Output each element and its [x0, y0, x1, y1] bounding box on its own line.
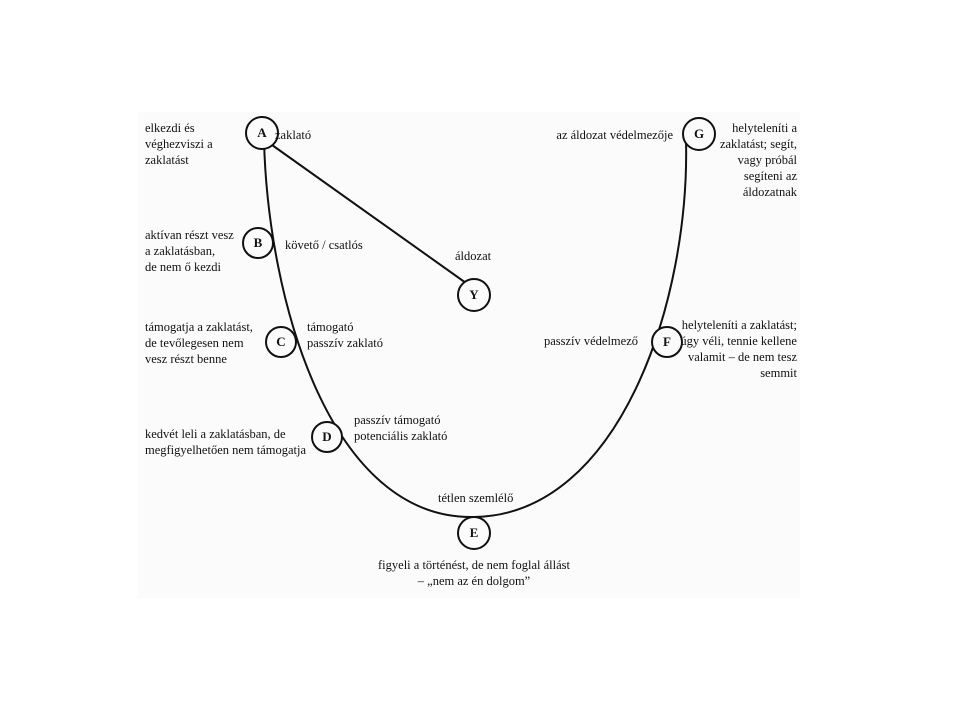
desc-line: semmit	[760, 366, 797, 380]
desc-line: vagy próbál	[737, 153, 797, 167]
node-circle-c	[265, 326, 297, 358]
role-line: passzív zaklató	[307, 336, 384, 350]
node-letter-a: A	[257, 125, 267, 140]
desc-line: de nem ő kezdi	[145, 260, 222, 274]
node-letter-g: G	[693, 126, 705, 141]
node-circle-a	[245, 116, 279, 150]
role-e: tétlen szemlélő	[438, 491, 514, 505]
desc-line: segíteni az	[743, 169, 797, 183]
desc-line: vesz részt benne	[145, 352, 227, 366]
desc-line: – „nem az én dolgom”	[417, 574, 531, 588]
desc-line: a zaklatásban,	[145, 244, 216, 258]
desc-e: figyeli a történést, de nem foglal állás…	[324, 557, 624, 589]
desc-line: véghezviszi a	[145, 137, 213, 151]
node-letter-e: E	[469, 525, 479, 540]
node-letter-b: B	[253, 235, 263, 250]
node-circle-b	[242, 227, 274, 259]
desc-line: kedvét leli a zaklatásban, de	[145, 427, 286, 441]
desc-line: zaklatást	[145, 153, 189, 167]
desc-line: zaklatást; segít,	[719, 137, 797, 151]
desc-line: áldozatnak	[742, 185, 797, 199]
node-circle-e	[457, 516, 491, 550]
desc-d: kedvét leli a zaklatásban, de megfigyelh…	[145, 426, 306, 458]
desc-line: de tevőlegesen nem	[145, 336, 244, 350]
role-d: passzív támogató potenciális zaklató	[354, 412, 447, 444]
desc-line: támogatja a zaklatást,	[145, 320, 253, 334]
role-line: passzív támogató	[354, 413, 441, 427]
node-letter-f: F	[663, 334, 671, 349]
node-circle-y	[457, 278, 491, 312]
desc-g: helyteleníti a zaklatást; segít, vagy pr…	[680, 120, 797, 200]
desc-line: elkezdi és	[145, 121, 195, 135]
node-letter-c: C	[276, 334, 286, 349]
role-c: támogató passzív zaklató	[307, 319, 383, 351]
desc-line: megfigyelhetően nem támogatja	[145, 443, 307, 457]
role-a: zaklató	[275, 128, 312, 142]
desc-b: aktívan részt vesz a zaklatásban, de nem…	[145, 227, 234, 275]
desc-a: elkezdi és véghezviszi a zaklatást	[145, 120, 213, 168]
aggressor-victim-line	[264, 139, 467, 284]
desc-line: helyteleníti a	[732, 121, 797, 135]
node-circle-g	[682, 117, 716, 151]
role-line: potenciális zaklató	[354, 429, 448, 443]
desc-line: valamit – de nem tesz	[688, 350, 797, 364]
desc-line: helyteleníti a zaklatást;	[681, 318, 797, 332]
desc-c: támogatja a zaklatást, de tevőlegesen ne…	[145, 319, 253, 367]
role-f: passzív védelmező	[543, 334, 638, 348]
node-letter-d: D	[322, 429, 332, 444]
role-g: az áldozat védelmezője	[556, 128, 673, 142]
role-b: követő / csatlós	[285, 238, 363, 252]
node-circle-f	[651, 326, 683, 358]
desc-line: aktívan részt vesz	[145, 228, 234, 242]
node-letter-y: Y	[469, 287, 479, 302]
desc-line: úgy véli, tennie kellene	[680, 334, 797, 348]
node-circle-d	[311, 421, 343, 453]
role-line: támogató	[307, 320, 354, 334]
desc-line: figyeli a történést, de nem foglal állás…	[378, 558, 570, 572]
role-y: áldozat	[455, 249, 492, 263]
desc-f: helyteleníti a zaklatást; úgy véli, tenn…	[640, 317, 797, 381]
